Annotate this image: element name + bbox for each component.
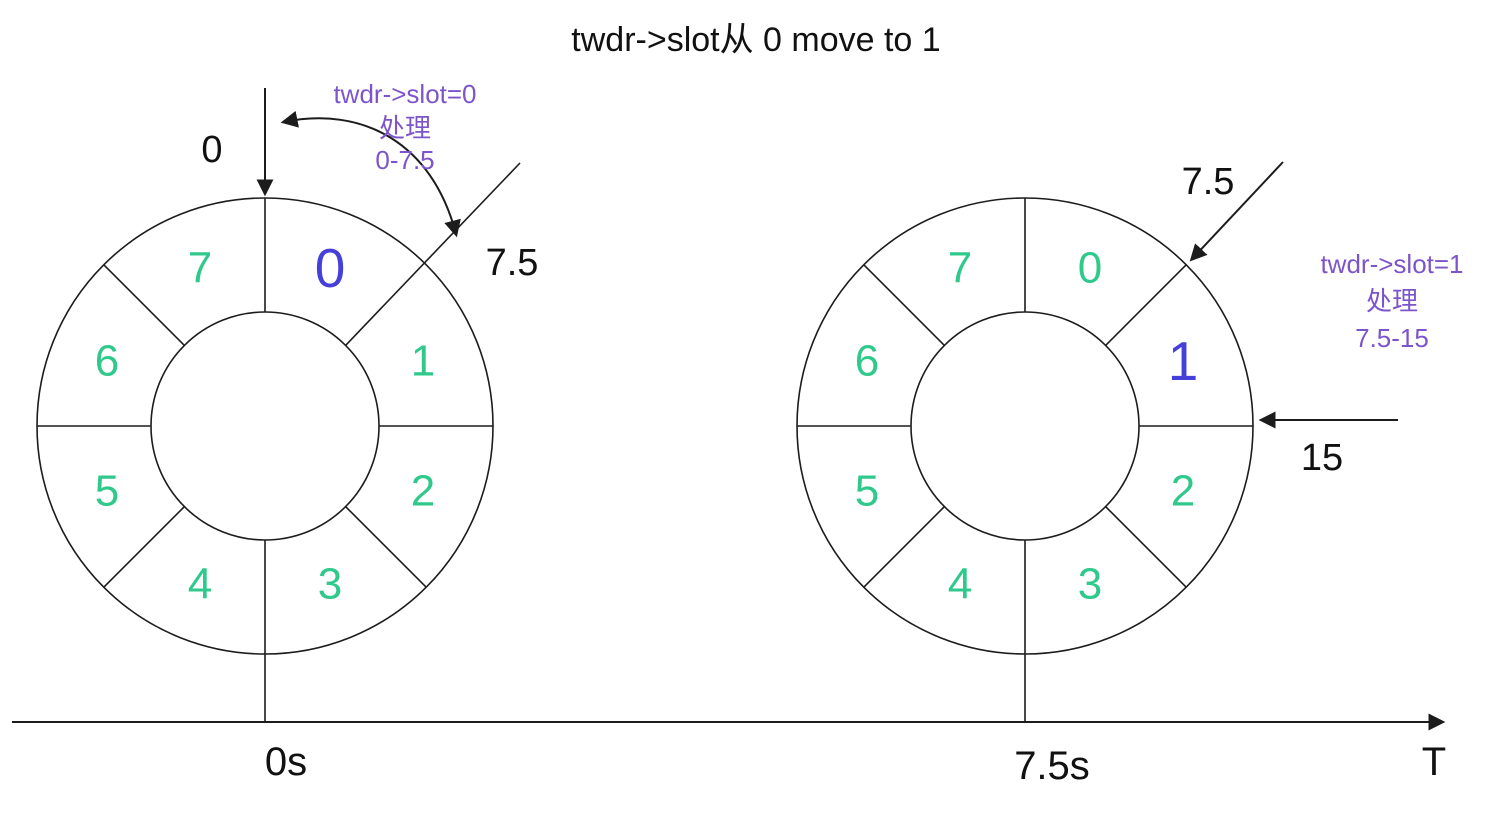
left-timeline-label: 0s (265, 740, 307, 784)
left-note-line1: twdr->slot=0 (333, 79, 476, 109)
right-note-line3: 7.5-15 (1355, 323, 1429, 353)
right-incoming-pointer-arrow (1189, 161, 1284, 262)
left-wheel-spoke-315 (103, 264, 185, 346)
right-wheel: 0 1 2 3 4 5 6 7 (796, 197, 1254, 655)
left-boundary-label: 7.5 (486, 242, 539, 284)
left-slot-5: 5 (95, 467, 119, 516)
left-slot-7: 7 (188, 244, 212, 293)
right-slot-1-active: 1 (1168, 330, 1199, 392)
right-wheel-spoke-45 (1105, 264, 1187, 346)
left-slot-6: 6 (95, 337, 119, 386)
right-slot-0: 0 (1078, 244, 1102, 293)
right-wheel-spoke-225 (863, 506, 945, 588)
right-incoming-pointer-label: 7.5 (1182, 161, 1235, 203)
right-slot-4: 4 (948, 560, 972, 609)
diagram-title: twdr->slot从 0 move to 1 (571, 21, 940, 59)
time-axis-label: T (1422, 740, 1446, 784)
right-wheel-spoke-135 (1105, 506, 1187, 588)
left-note-line2: 处理 (379, 113, 431, 143)
left-slot-4: 4 (188, 560, 212, 609)
right-slot-3: 3 (1078, 560, 1102, 609)
left-wheel: 0 1 2 3 4 5 6 7 (36, 162, 521, 655)
right-slot-5: 5 (855, 467, 879, 516)
left-wheel-inner-circle (150, 311, 380, 541)
left-slot-0-active: 0 (315, 237, 346, 299)
left-top-pointer-label: 0 (201, 129, 222, 171)
left-slot-2: 2 (411, 467, 435, 516)
left-wheel-spoke-225 (103, 506, 185, 588)
left-slot-3: 3 (318, 560, 342, 609)
left-slot-1: 1 (411, 337, 435, 386)
right-note-line2: 处理 (1366, 286, 1418, 316)
left-wheel-annotations: 0 twdr->slot=0 处理 0-7.5 7.5 0s (201, 79, 538, 784)
left-processing-arc-arrow (280, 110, 461, 238)
left-note-line3: 0-7.5 (375, 145, 434, 175)
left-wheel-spoke-135 (345, 506, 427, 588)
right-wheel-annotations: 7.5 15 twdr->slot=1 处理 7.5-15 7.5s (1014, 161, 1463, 788)
right-note-line1: twdr->slot=1 (1320, 249, 1463, 279)
time-axis: T (12, 713, 1446, 784)
right-slot-2: 2 (1171, 467, 1195, 516)
left-wheel-spoke-45-extended (345, 162, 521, 346)
right-boundary-label: 15 (1301, 437, 1343, 479)
right-timeline-label: 7.5s (1014, 744, 1090, 788)
right-slot-6: 6 (855, 337, 879, 386)
right-slot-7: 7 (948, 244, 972, 293)
right-wheel-spoke-315 (863, 264, 945, 346)
right-wheel-inner-circle (910, 311, 1140, 541)
